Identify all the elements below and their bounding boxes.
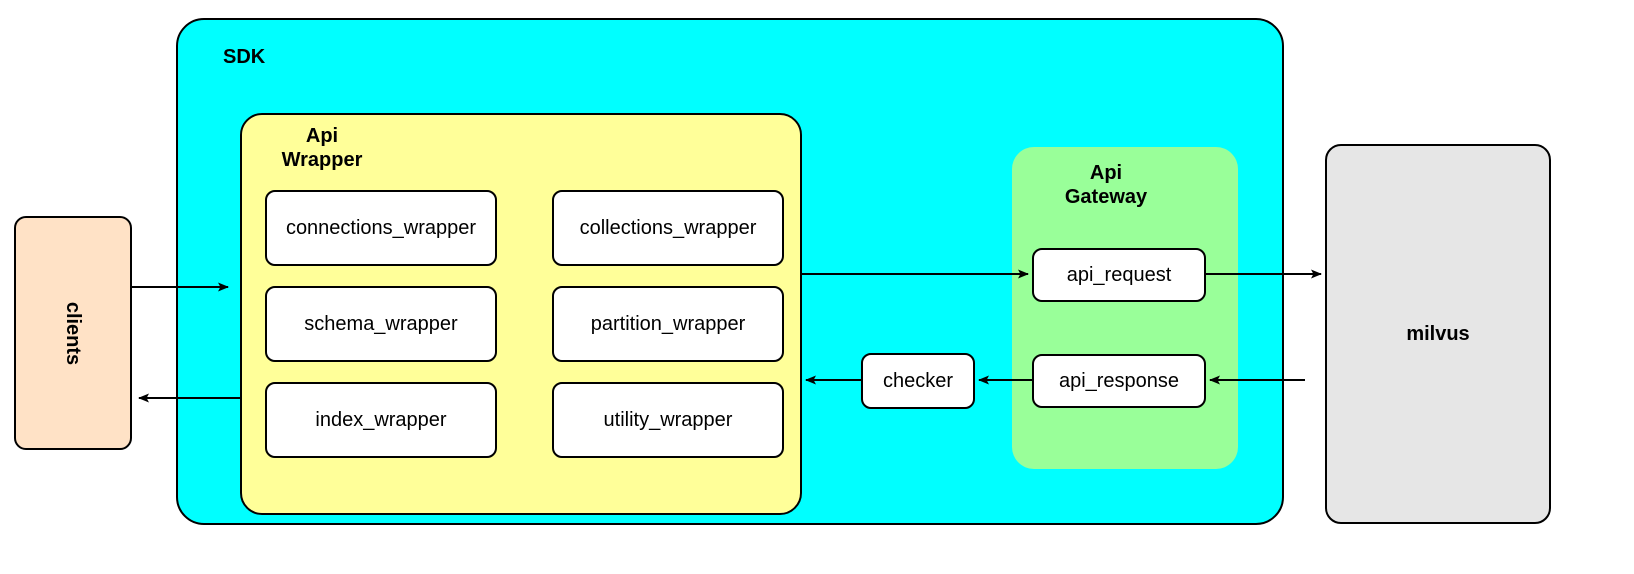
node-connections-wrapper[interactable]: connections_wrapper [265, 190, 497, 266]
node-api-request[interactable]: api_request [1032, 248, 1206, 302]
node-api-response[interactable]: api_response [1032, 354, 1206, 408]
container-api-wrapper-label-line1: Api [305, 125, 339, 147]
node-checker[interactable]: checker [861, 353, 975, 409]
node-schema-wrapper[interactable]: schema_wrapper [265, 286, 497, 362]
node-partition-wrapper[interactable]: partition_wrapper [552, 286, 784, 362]
node-collections-wrapper[interactable]: collections_wrapper [552, 190, 784, 266]
container-api-wrapper-label: Api Wrapper [262, 124, 382, 172]
container-api-wrapper-label-line2: Wrapper [281, 149, 363, 171]
node-utility-wrapper[interactable]: utility_wrapper [552, 382, 784, 458]
container-api-gateway-label-line2: Gateway [1064, 186, 1148, 208]
container-api-gateway-label: Api Gateway [1026, 161, 1186, 209]
node-milvus-label: milvus [1406, 322, 1470, 345]
container-api-gateway-label-line1: Api [1089, 162, 1123, 184]
container-sdk-label: SDK [223, 46, 266, 68]
node-clients-label: clients [62, 301, 85, 365]
node-index-wrapper[interactable]: index_wrapper [265, 382, 497, 458]
node-milvus[interactable]: milvus [1325, 144, 1551, 524]
node-clients[interactable]: clients [14, 216, 132, 450]
container-api-gateway: Api Gateway [1012, 147, 1238, 469]
